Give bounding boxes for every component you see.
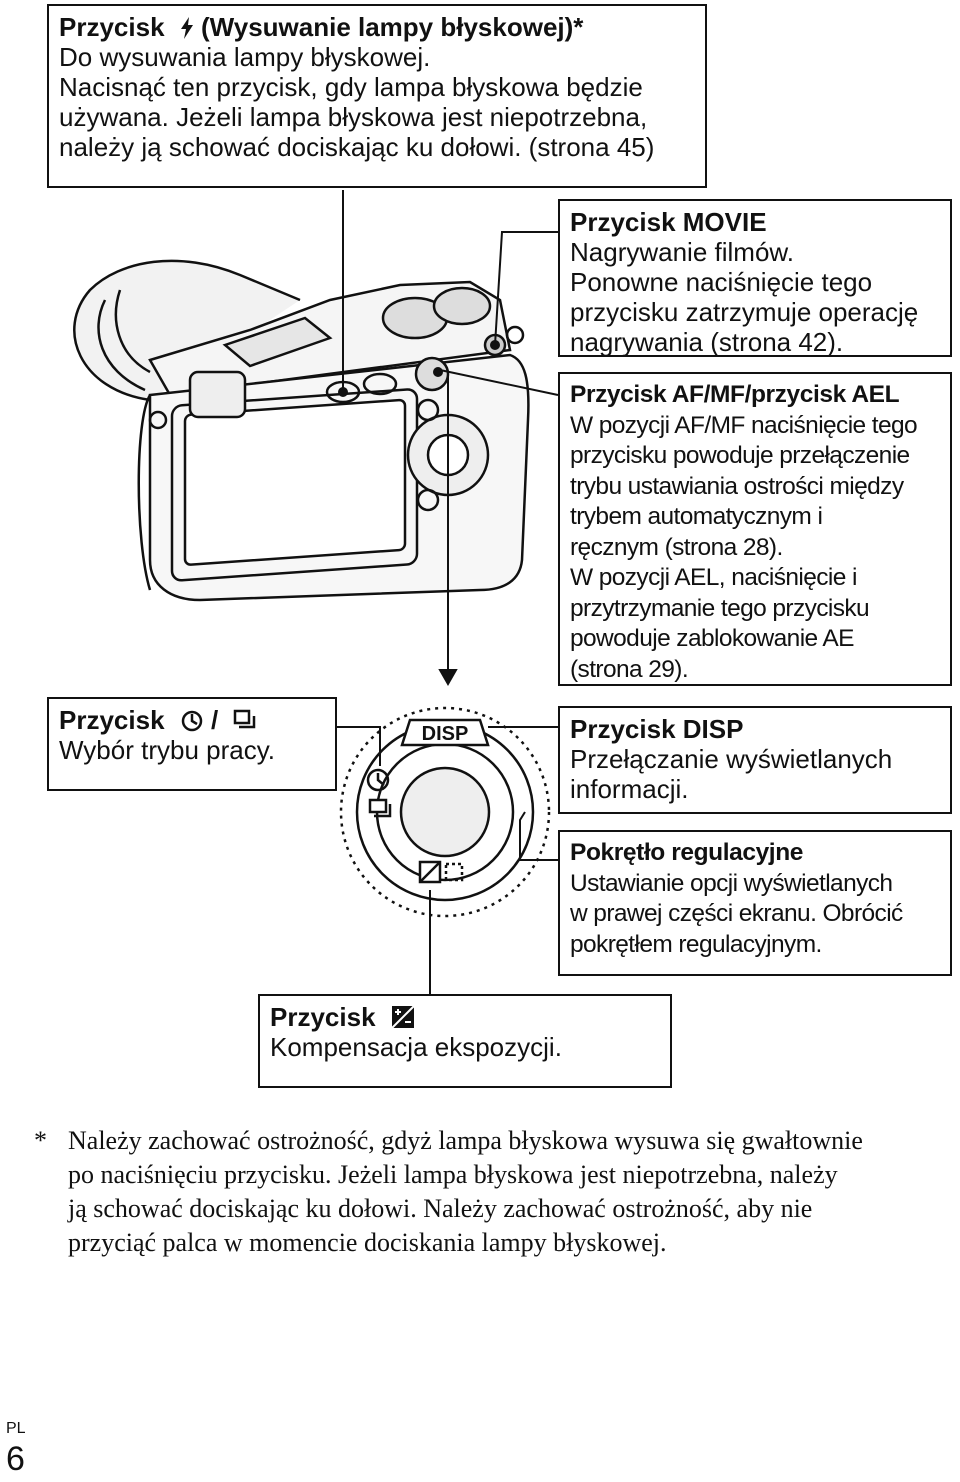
footnote-marker: * [34,1126,47,1155]
af-mf-lever [414,356,450,392]
flash-button-callout: Przycisk (Wysuwanie lampy błyskowej)* Do… [47,4,707,188]
callout-title: Przycisk MOVIE [570,207,767,237]
leader-drive [336,726,381,766]
callout-line: W pozycji AF/MF naciśnięcie tego [570,411,918,439]
continuous-shooting-icon [234,709,256,729]
callout-line: pokrętłem regulacyjnym. [570,930,822,958]
disp-button-callout: Przycisk DISP Przełączanie wyświetlanych… [558,706,952,814]
lens-barrel [73,259,301,402]
af-mf-ael-callout: Przycisk AF/MF/przycisk AEL W pozycji AF… [558,372,952,686]
callout-title: Przycisk AF/MF/przycisk AEL [570,381,900,408]
callout-line: trybem automatycznym i [570,503,823,530]
callout-line: przycisku zatrzymuje operację [570,297,919,327]
callout-line: Nacisnąć ten przycisk, gdy lampa błyskow… [59,72,643,102]
af-mf-button-shape [362,372,398,396]
leader-afmf [439,369,559,396]
callout-title: Przycisk DISP [570,714,744,744]
callout-line: Ponowne naciśnięcie tego [570,267,873,297]
exposure-compensation-icon [391,1005,415,1029]
control-dial-callout: Pokrętło regulacyjne Ustawianie opcji wy… [558,830,952,976]
callout-title: Przycisk (Wysuwanie lampy błyskowej)* [59,12,584,42]
top-dial-right [432,286,492,326]
callout-line: należy ją schować dociskając ku dołowi. … [59,132,655,162]
page-language-label: PL [6,1420,26,1437]
flash-icon [180,17,193,39]
footnote: * Należy zachować ostrożność, gdyż lampa… [34,1124,954,1260]
footnote-line: Należy zachować ostrożność, gdyż lampa b… [68,1126,863,1155]
footnote-line: przyciąć palca w momencie dociskania lam… [68,1228,667,1257]
callout-line: przycisku powoduje przełączenie [570,442,910,469]
exposure-compensation-callout: Przycisk Kompensacja ekspozycji. [258,994,672,1088]
callout-line: Ustawianie opcji wyświetlanych [570,869,893,897]
footnote-line: ją schować dociskając ku dołowi. Należy … [68,1194,813,1223]
drive-mode-callout: Przycisk / Wybór trybu pracy. [47,697,337,791]
self-timer-icon [181,710,203,732]
callout-line: ręcznym (strona 28). [570,533,783,561]
callout-line: trybu ustawiania ostrości między [570,472,904,500]
callout-title: Pokrętło regulacyjne [570,839,804,866]
callout-line: (strona 29). [570,655,689,683]
movie-button-callout: Przycisk MOVIE Nagrywanie filmów. Ponown… [558,199,952,357]
callout-line: Nagrywanie filmów. [570,237,794,267]
callout-line: nagrywania (strona 42). [570,327,844,357]
callout-line: W pozycji AEL, naciśnięcie i [570,564,857,591]
callout-title: Przycisk / [59,705,325,735]
footnote-line: po naciśnięciu przycisku. Jeżeli lampa b… [68,1160,838,1189]
lcd-screen [183,398,407,566]
callout-line: informacji. [570,774,689,804]
callout-title: Przycisk [270,1002,660,1032]
callout-line: przytrzymanie tego przycisku [570,594,870,622]
eyepiece [188,370,247,419]
callout-line: Przełączanie wyświetlanych [570,744,893,774]
page-number: 6 [6,1440,25,1478]
callout-line: Wybór trybu pracy. [59,735,276,765]
control-dial-closeup [339,706,551,918]
leader-dial [519,811,558,861]
hot-shoe [222,316,333,368]
callout-line: Kompensacja ekspozycji. [270,1032,562,1062]
dial-disp-label: DISP [422,723,469,745]
callout-line: w prawej części ekranu. Obrócić [570,900,903,927]
leader-movie [494,231,558,346]
callout-line: używana. Jeżeli lampa błyskowa jest niep… [59,102,648,132]
callout-line: powoduje zablokowanie AE [570,625,855,652]
callout-line: Do wysuwania lampy błyskowej. [59,42,431,72]
